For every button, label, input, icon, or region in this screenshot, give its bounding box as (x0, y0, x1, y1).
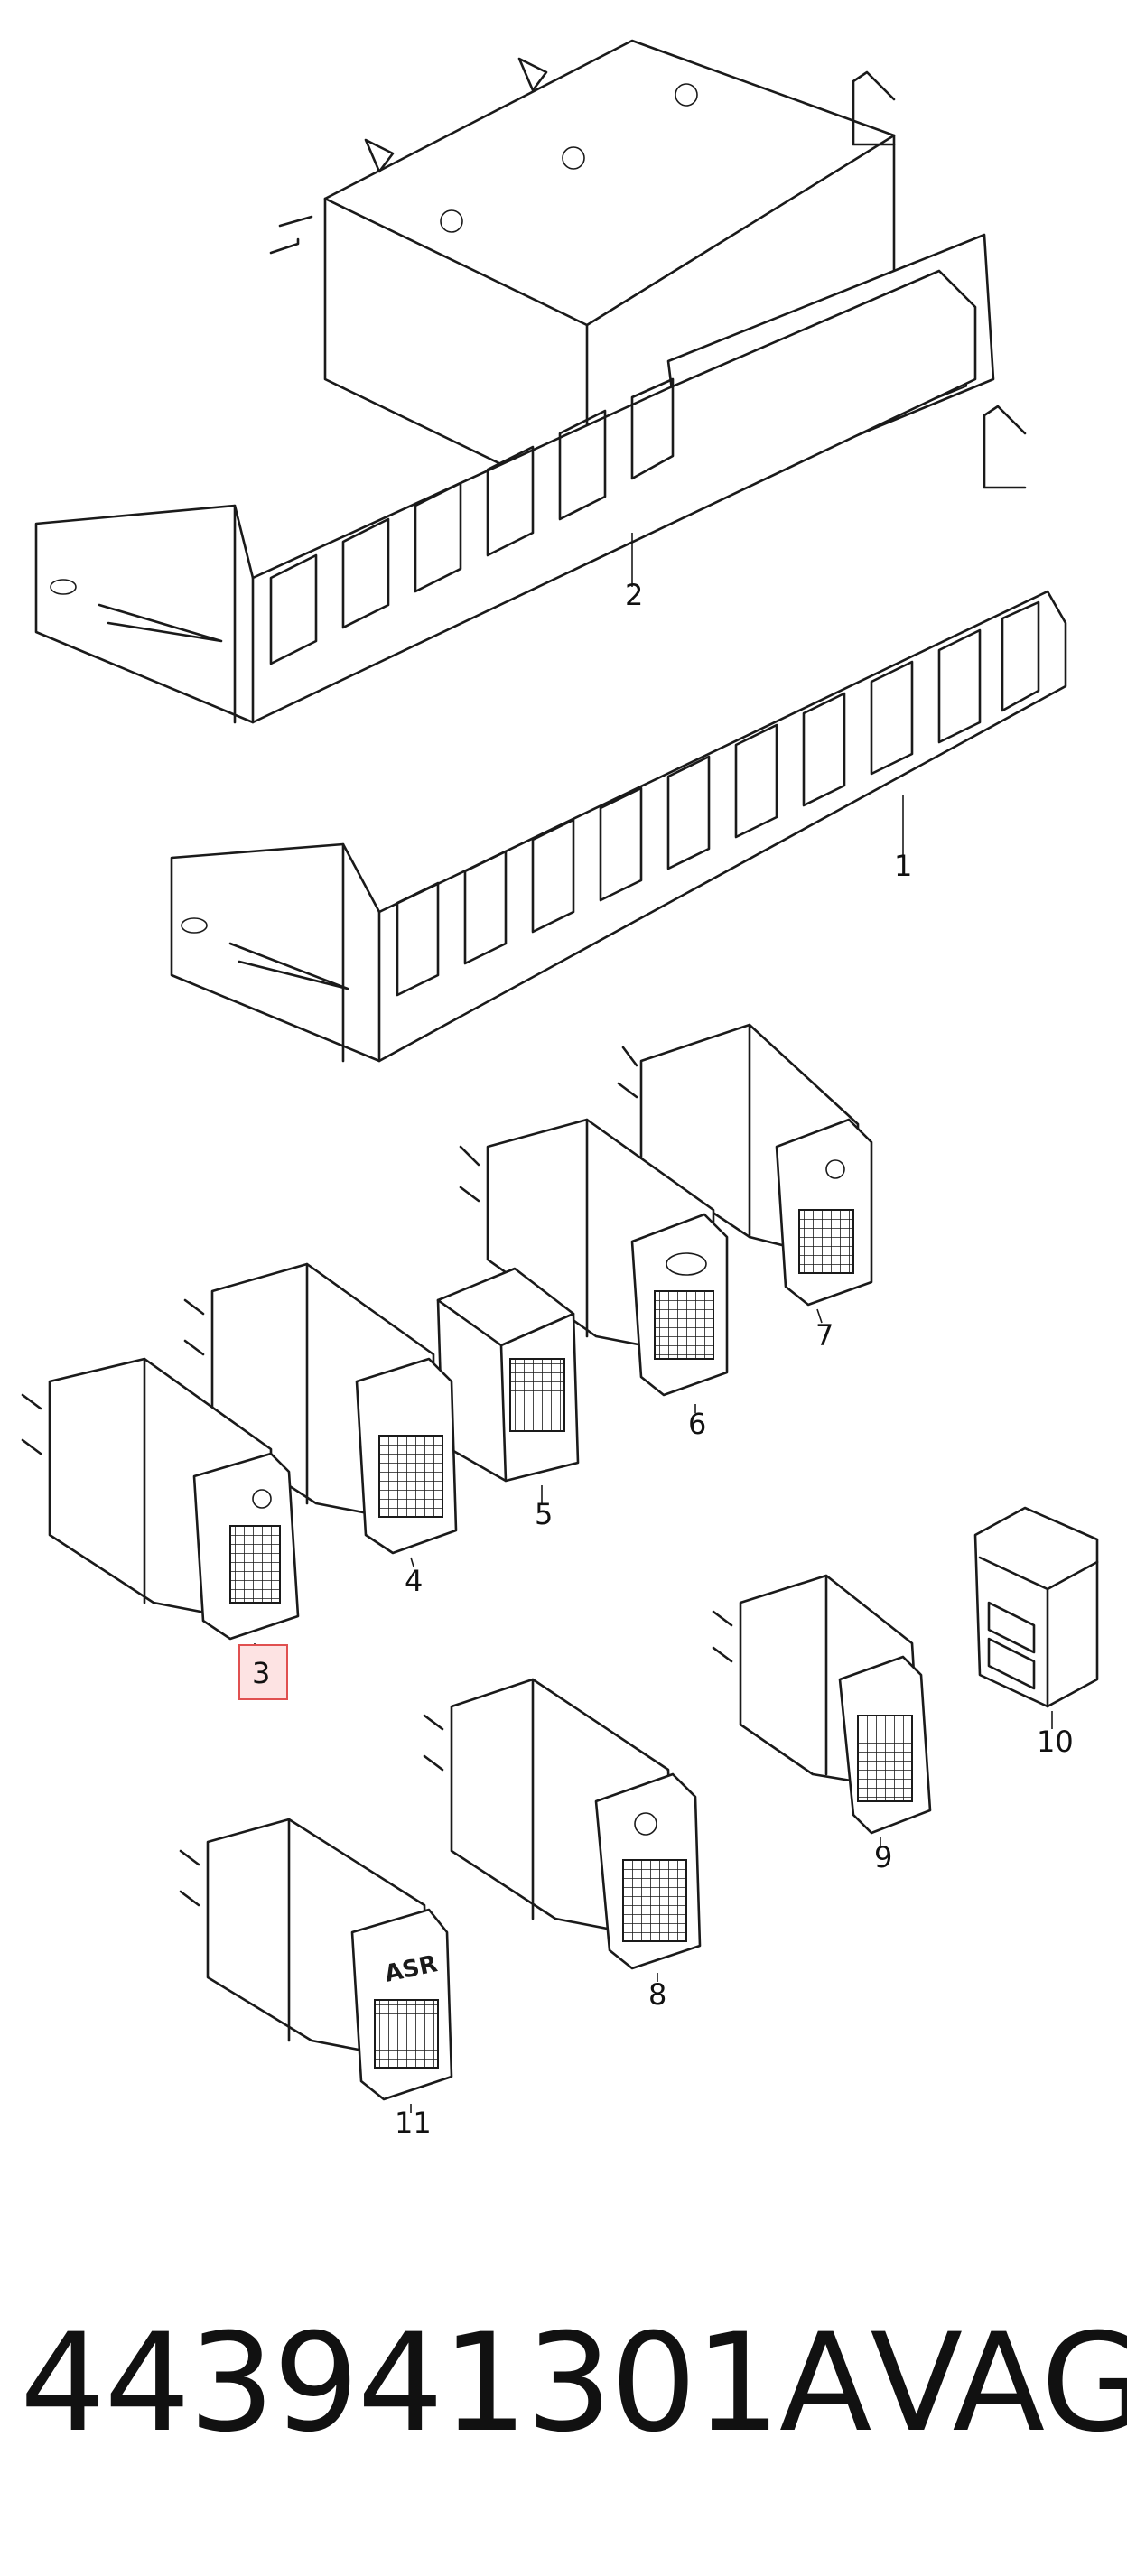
part-number: 443941301A (20, 2305, 872, 2462)
part-9-thumbwheel-switch (712, 1574, 932, 1835)
callout-8: 8 (648, 1977, 666, 2012)
footer: 443941301A VAG (0, 2305, 1127, 2462)
callout-9: 9 (874, 1840, 892, 1874)
highlight-box-callout-3 (238, 1644, 288, 1700)
callout-1: 1 (894, 849, 912, 883)
part-1-switch-holder (170, 405, 1067, 1063)
part-5-blank-cover (436, 1267, 580, 1483)
callout-6: 6 (688, 1407, 706, 1441)
callout-3: 3 (252, 1656, 270, 1690)
callout-4: 4 (405, 1564, 423, 1598)
callout-2: 2 (625, 578, 643, 612)
brand-name: VAG (870, 2305, 1127, 2462)
callout-11: 11 (395, 2106, 432, 2140)
part-3-headlight-range-switch (21, 1357, 300, 1641)
callout-7: 7 (815, 1318, 834, 1353)
callout-5: 5 (535, 1497, 553, 1531)
part-8-fog-light-switch (423, 1678, 702, 1970)
part-10-connector (973, 1506, 1099, 1708)
part-11-asr-switch: ASR (179, 1818, 453, 2101)
callout-10: 10 (1037, 1725, 1074, 1759)
part-7-fog-light-switch (617, 1023, 873, 1307)
part-2-switch-holder-with-module (34, 39, 995, 724)
